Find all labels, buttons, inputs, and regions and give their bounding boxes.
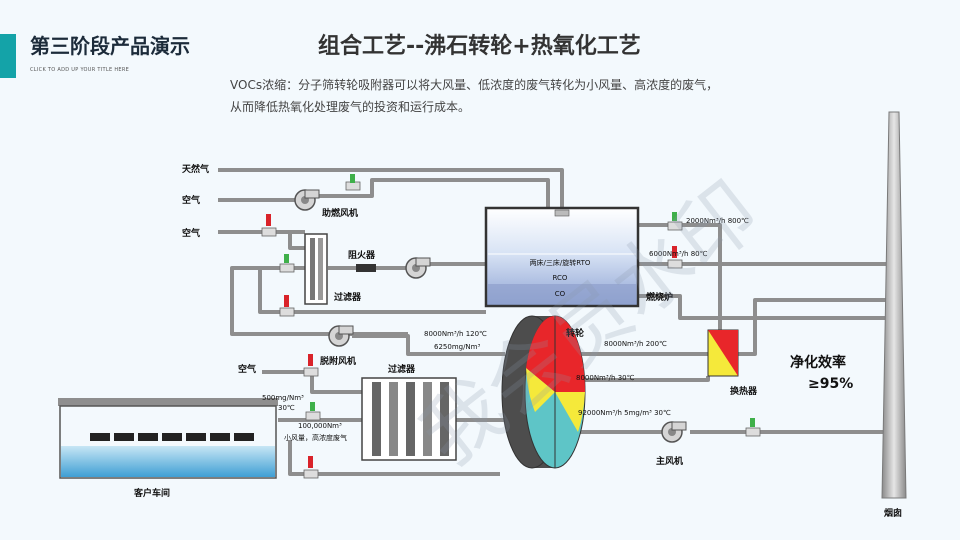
flow-6000: 6000Nm³/h 80℃ [649,250,708,258]
section-title: 第三阶段产品演示 [30,34,190,58]
valve-green-icon [279,254,295,273]
heat-exchanger[interactable]: 换热器 [707,329,758,397]
filter-1-label: 过滤器 [334,291,362,303]
burner-fan-label: 助燃风机 [322,207,358,219]
rotor-label: 转轮 [566,327,584,339]
inlet-flow: 100,000Nm³ [298,422,342,430]
valves [261,174,761,479]
valve-red-icon [303,354,319,377]
burner-fan[interactable]: 助燃风机 [294,189,358,219]
flame-arrester-label: 阻火器 [348,250,376,261]
main-fan[interactable]: 主风机 [656,421,687,467]
valve-red-icon [667,246,683,269]
subtitle-placeholder[interactable]: CLICK TO ADD UP YOUR TITLE HERE [30,67,130,73]
valve-green-icon [667,212,683,231]
flame-arrester[interactable]: 阻火器 [348,250,376,272]
valve-green-icon [305,402,321,421]
heat-exchanger-label: 换热器 [730,385,758,397]
flow-8000-30: 8000Nm³/h 30℃ [576,374,635,382]
description-line-2: 从而降低热氧化处理废气的投资和运行成本。 [230,100,471,114]
chimney-label: 烟囱 [884,507,902,519]
natural-gas-label: 天然气 [182,163,209,175]
flow-8000-120: 8000Nm³/h 120℃ [424,330,487,338]
flow-2000: 2000Nm³/h 800℃ [686,217,749,225]
conc-6250: 6250mg/Nm³ [434,343,480,351]
efficiency-value: ≥95% [808,376,853,392]
air-label-1: 空气 [182,194,200,206]
title-accent-bar [0,34,16,78]
inlet-concentration: 500mg/Nm³ [262,394,304,402]
air-label-3: 空气 [238,363,256,375]
inlet-temperature: 30℃ [278,404,295,412]
furnace-label: 燃烧炉 [646,291,673,303]
filter-1[interactable]: 过滤器 [304,233,362,305]
furnace-tier-rco: RCO [553,274,568,282]
valve-green-icon [745,418,761,437]
chimney: 烟囱 [881,111,907,519]
valve-red-icon [261,214,277,237]
pipe-network [218,168,892,476]
main-title: 组合工艺--沸石转轮+热氧化工艺 [318,34,641,59]
main-fan-label: 主风机 [656,455,683,467]
description-line-1: VOCs浓缩：分子筛转轮吸附器可以将大风量、低浓度的废气转化为小风量、高浓度的废… [230,78,719,92]
zeolite-rotor[interactable]: 转轮 [501,315,586,469]
furnace-tier-rto: 两床/三床/旋转RTO [530,258,591,267]
valve-green-icon [345,174,361,191]
description: VOCs浓缩：分子筛转轮吸附器可以将大风量、低浓度的废气转化为小风量、高浓度的废… [230,74,718,118]
filter-2-label: 过滤器 [388,363,416,375]
desorption-fan[interactable]: 脱附风机 [320,325,356,367]
inlet-description: 小风量，高浓度废气 [284,433,347,442]
valve-red-icon [303,456,319,479]
furnace-tier-co: CO [555,290,566,298]
filter-2[interactable]: 过滤器 [361,363,457,461]
desorption-fan-label: 脱附风机 [320,355,356,367]
efficiency-label: 净化效率 [790,354,846,371]
workshop-label: 客户车间 [133,487,170,499]
flame-arrester-fan[interactable] [405,257,431,279]
valve-red-icon [279,295,295,317]
air-label-2: 空气 [182,227,200,239]
flow-92000: 92000Nm³/h 5mg/m³ 30℃ [578,409,671,417]
customer-workshop[interactable]: 客户车间 [58,398,278,499]
flow-8000-200: 8000Nm³/h 200℃ [604,340,667,348]
furnace[interactable]: 两床/三床/旋转RTO RCO CO 燃烧炉 [484,206,673,308]
